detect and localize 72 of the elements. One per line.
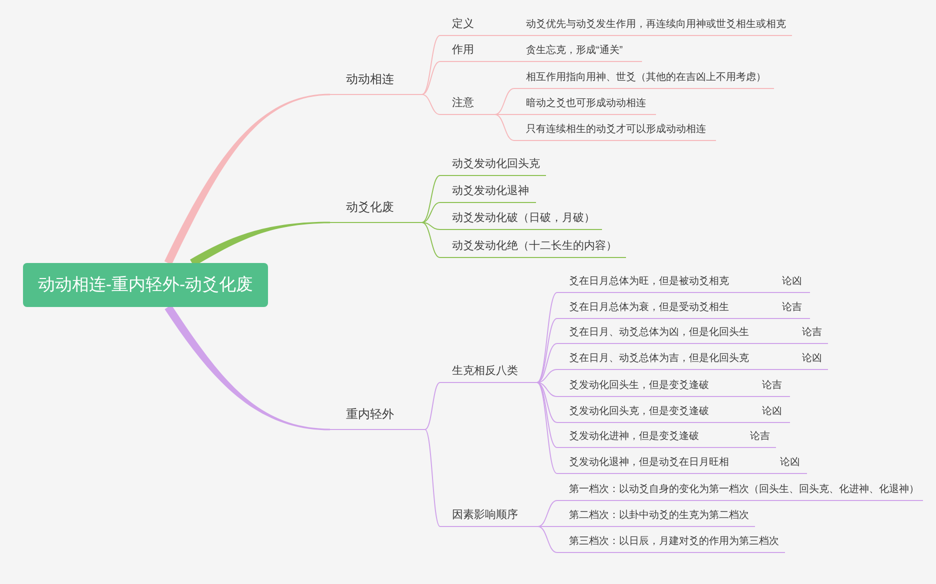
topic: 重内轻外 bbox=[330, 406, 425, 430]
topic-row bbox=[557, 326, 828, 344]
topic: 第三档次：以日辰，月建对爻的作用为第三档次 bbox=[557, 535, 785, 553]
connector bbox=[494, 114, 514, 115]
verdict-text: 论吉 bbox=[802, 326, 822, 340]
topic-row bbox=[557, 275, 810, 293]
topic: 动爻优先与动爻发生作用，再连续向用神或世爻相生或相克 bbox=[514, 18, 792, 36]
topic: 定义 bbox=[440, 17, 504, 36]
connector bbox=[536, 343, 558, 383]
topic-row bbox=[557, 430, 776, 448]
topic: 动爻发动化回头克 bbox=[440, 157, 546, 176]
topic: 生克相反八类 bbox=[440, 364, 537, 383]
topic: 动爻发动化绝（十二长生的内容） bbox=[440, 239, 626, 258]
topic-text: 爻发动化回头克，但是变爻逢破 bbox=[569, 406, 709, 417]
connector bbox=[536, 318, 558, 383]
connector bbox=[536, 382, 558, 474]
topic: 第二档次：以卦中动爻的生克为第二档次 bbox=[557, 509, 755, 527]
connector bbox=[422, 94, 440, 115]
connector bbox=[538, 526, 558, 553]
connector bbox=[422, 61, 440, 95]
connector bbox=[422, 222, 440, 258]
connector bbox=[538, 526, 558, 527]
topic: 因素影响顺序 bbox=[440, 508, 538, 527]
branch-connector bbox=[164, 304, 330, 430]
connector bbox=[494, 88, 514, 115]
topic: 相互作用指向用神、世爻（其他的在吉凶上不用考虑） bbox=[514, 71, 774, 89]
topic-row bbox=[557, 405, 790, 423]
topic-text: 爻在日月、动爻总体为吉，但是化回头克 bbox=[569, 353, 749, 364]
topic-row bbox=[557, 456, 807, 474]
topic: 只有连续相生的动爻才可以形成动动相连 bbox=[514, 123, 716, 141]
connector bbox=[536, 382, 558, 448]
topic: 暗动之爻也可形成动动相连 bbox=[514, 97, 656, 115]
topic: 第一档次：以动爻自身的变化为第一档次（回头生、回头克、化进神、化退神） bbox=[557, 483, 923, 501]
connector bbox=[536, 382, 558, 423]
connector bbox=[424, 429, 440, 527]
verdict-text: 论吉 bbox=[750, 430, 770, 444]
topic-text: 爻在日月总体为旺，但是被动爻相克 bbox=[569, 276, 729, 287]
verdict-text: 论吉 bbox=[762, 379, 782, 393]
topic: 注意 bbox=[440, 96, 495, 115]
verdict-text: 论吉 bbox=[782, 301, 802, 315]
connector bbox=[504, 35, 514, 36]
root-topic: 动动相连-重内轻外-动爻化废 bbox=[23, 263, 268, 307]
topic: 作用 bbox=[440, 43, 504, 62]
connector bbox=[536, 292, 558, 383]
topic: 动爻发动化退神 bbox=[440, 184, 536, 203]
topic: 动动相连 bbox=[330, 71, 422, 95]
topic: 动爻发动化破（日破，月破） bbox=[440, 211, 602, 230]
connector bbox=[424, 382, 440, 430]
topic-row bbox=[557, 301, 810, 319]
connector bbox=[422, 175, 440, 223]
connector bbox=[422, 202, 440, 223]
connector bbox=[494, 114, 514, 141]
topic-row bbox=[557, 379, 790, 397]
topic: 动爻化废 bbox=[330, 199, 422, 223]
topic-text: 爻发动化进神，但是变爻逢破 bbox=[569, 431, 699, 442]
topic-text: 爻发动化退神，但是动爻在日月旺相 bbox=[569, 457, 729, 468]
verdict-text: 论凶 bbox=[780, 456, 800, 470]
connector bbox=[422, 35, 440, 95]
connector bbox=[504, 61, 514, 62]
verdict-text: 论凶 bbox=[782, 275, 802, 289]
connector bbox=[536, 382, 558, 397]
topic-text: 爻发动化回头生，但是变爻逢破 bbox=[569, 380, 709, 391]
topic-text: 爻在日月总体为衰，但是受动爻相生 bbox=[569, 302, 729, 313]
verdict-text: 论凶 bbox=[802, 352, 822, 366]
branch-connector bbox=[164, 94, 330, 265]
verdict-text: 论凶 bbox=[762, 405, 782, 419]
connector bbox=[536, 369, 558, 383]
connector bbox=[538, 500, 558, 527]
topic: 贪生忘克，形成“通关” bbox=[514, 44, 642, 62]
connector bbox=[422, 222, 440, 230]
topic-text: 爻在日月、动爻总体为凶，但是化回头生 bbox=[569, 327, 749, 338]
topic-row bbox=[557, 352, 828, 370]
